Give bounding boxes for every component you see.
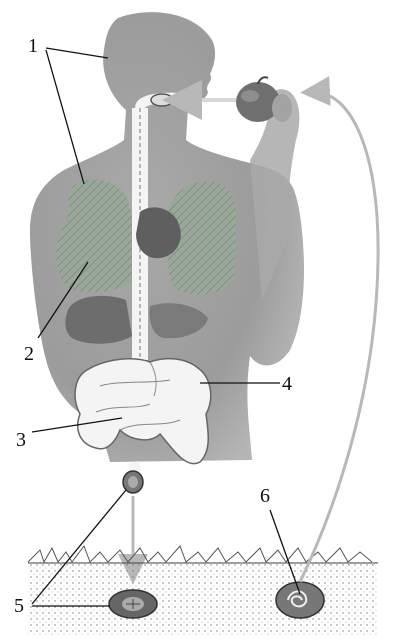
apple-icon	[236, 77, 292, 122]
label-4: 4	[282, 374, 292, 394]
ground	[28, 546, 378, 635]
return-arrow	[300, 92, 378, 582]
soil-egg-icon	[109, 590, 157, 618]
mouth-egg-icon	[151, 94, 173, 106]
egg-exit-icon	[123, 471, 143, 493]
label-1: 1	[28, 36, 38, 56]
larva-egg-icon	[276, 582, 324, 618]
label-2: 2	[24, 344, 34, 364]
label-5: 5	[14, 596, 24, 616]
label-3: 3	[16, 430, 26, 450]
label-6: 6	[260, 486, 270, 506]
